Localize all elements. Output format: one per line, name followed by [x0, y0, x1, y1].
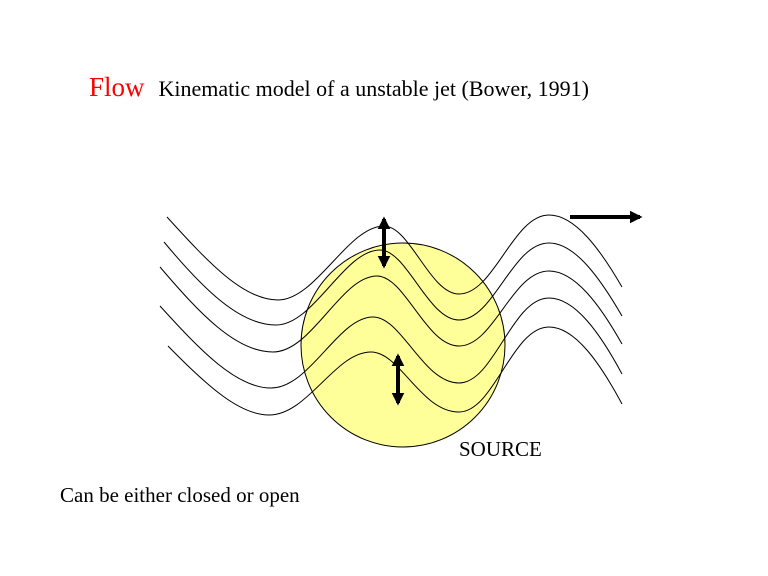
streamline — [159, 297, 623, 389]
source-label: SOURCE — [459, 437, 542, 461]
source-circle — [300, 242, 506, 448]
streamline — [163, 241, 623, 326]
slide-title: Flow Kinematic model of a unstable jet (… — [89, 72, 589, 103]
note-text: Can be either closed or open — [60, 483, 300, 507]
title-flow-word: Flow — [89, 72, 145, 102]
streamline — [166, 214, 623, 301]
streamlines — [159, 214, 623, 416]
streamline — [159, 266, 623, 353]
title-text: Kinematic model of a unstable jet (Bower… — [158, 76, 589, 101]
streamline — [167, 326, 623, 416]
